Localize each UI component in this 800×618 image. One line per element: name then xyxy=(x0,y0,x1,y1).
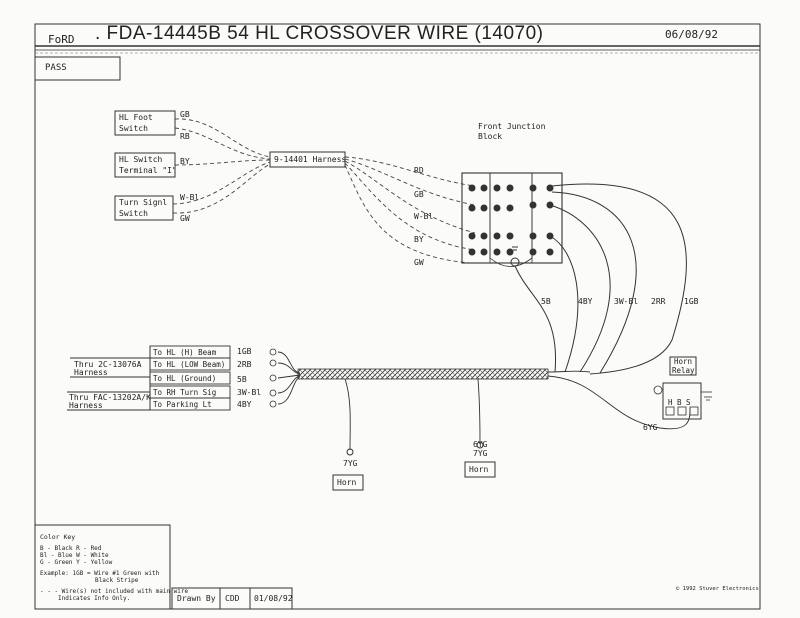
horn-label-1: Horn xyxy=(337,478,357,487)
main-cable xyxy=(297,368,549,380)
wire-code: GW xyxy=(414,258,424,267)
horn-relay-body xyxy=(662,382,702,420)
horn-relay-label-1: Horn xyxy=(674,357,693,366)
wire-code: 5B xyxy=(541,297,551,306)
wire-code: RD xyxy=(414,166,424,175)
input-1-line1: HL Foot xyxy=(119,113,153,122)
to-label: To RH Turn Sig xyxy=(153,388,217,397)
to-label: To HL (H) Beam xyxy=(153,348,217,357)
subtitle-label: PASS xyxy=(45,63,67,73)
wire-code: 3W-Bl xyxy=(237,388,262,397)
wire-code: GB xyxy=(414,190,424,199)
color-key-example: Example: 1GB = Wire #1 Green with xyxy=(40,570,160,577)
wire-code: W-Bl xyxy=(180,193,200,202)
relay-terminal-letters: H B S xyxy=(668,398,691,407)
horn-box-2 xyxy=(464,461,496,478)
thru-label: Harness xyxy=(69,401,103,410)
input-2-line1: HL Switch xyxy=(119,155,163,164)
junction-label-1: Front Junction xyxy=(478,122,546,131)
input-3-line1: Turn Signl xyxy=(119,198,168,207)
to-label: To HL (Ground) xyxy=(153,374,217,383)
wire-code: 6YG xyxy=(643,423,658,432)
input-1-line2: Switch xyxy=(119,124,148,133)
wire-code: 3W-Bl xyxy=(614,297,639,306)
wire-code: W-Bl xyxy=(414,212,434,221)
to-label: To Parking Lt xyxy=(153,400,212,409)
wire-code: 2RB xyxy=(237,360,252,369)
horn-box-1 xyxy=(332,474,364,491)
copyright: © 1992 Stuver Electronics xyxy=(676,586,759,592)
thru-label: Harness xyxy=(74,368,108,377)
wire-code: 2RR xyxy=(651,297,666,306)
diagram-title: . FDA-14445B 54 HL CROSSOVER WIRE (14070… xyxy=(95,23,544,44)
color-key-note: Indicates Info Only. xyxy=(58,595,131,602)
wire-code: RB xyxy=(180,132,190,141)
drawn-by-initials: CDD xyxy=(225,594,240,603)
wire-code: BY xyxy=(180,157,190,166)
input-3-line2: Switch xyxy=(119,209,148,218)
input-2-line2: Terminal "I" xyxy=(119,166,177,175)
drawn-by-label: Drawn By xyxy=(177,594,216,603)
color-key-row: B - Black R - Red xyxy=(40,545,102,552)
brand-label: FoRD xyxy=(48,33,75,46)
wire-code: 5B xyxy=(237,375,247,384)
wire-code: 4BY xyxy=(237,400,252,409)
horn-label-2: Horn xyxy=(469,465,489,474)
wire-code: 6YG xyxy=(473,440,488,449)
junction-label-2: Block xyxy=(478,132,503,141)
turn-signal-switch-box xyxy=(114,195,174,221)
wire-code: 7YG xyxy=(473,449,488,458)
horn-relay-label-2: Relay xyxy=(672,366,695,375)
wire-code: 7YG xyxy=(343,459,358,468)
wire-code: 1GB xyxy=(684,297,699,306)
color-key-example: Black Stripe xyxy=(95,577,139,584)
wire-code: GW xyxy=(180,214,190,223)
thru-label: Thru 2C-13076A xyxy=(74,360,142,369)
color-key-row: G - Green Y - Yellow xyxy=(40,559,113,566)
wire-code: BY xyxy=(414,235,424,244)
wire-code: GB xyxy=(180,110,190,119)
drawn-by-date: 01/08/92 xyxy=(254,594,293,603)
color-key-box xyxy=(34,524,171,610)
diagram-date: 06/08/92 xyxy=(665,28,718,41)
wire-code: 4BY xyxy=(578,297,593,306)
harness-box xyxy=(269,151,346,168)
thru-label: Thru FAC-13202A/K xyxy=(69,393,151,402)
wire-code: 1GB xyxy=(237,347,252,356)
color-key-note: - - - Wire(s) not included with main wir… xyxy=(40,588,189,595)
subtitle-box xyxy=(34,56,121,81)
horn-relay-box xyxy=(669,356,697,376)
page-border xyxy=(34,23,761,610)
hl-foot-switch-box xyxy=(114,110,176,136)
harness-label: 9-14401 Harness xyxy=(274,155,347,164)
color-key-title: Color Key xyxy=(40,533,76,541)
front-junction-block xyxy=(461,172,563,267)
color-key-row: Bl - Blue W - White xyxy=(40,552,109,559)
to-label: To HL (LOW Beam) xyxy=(153,360,226,369)
